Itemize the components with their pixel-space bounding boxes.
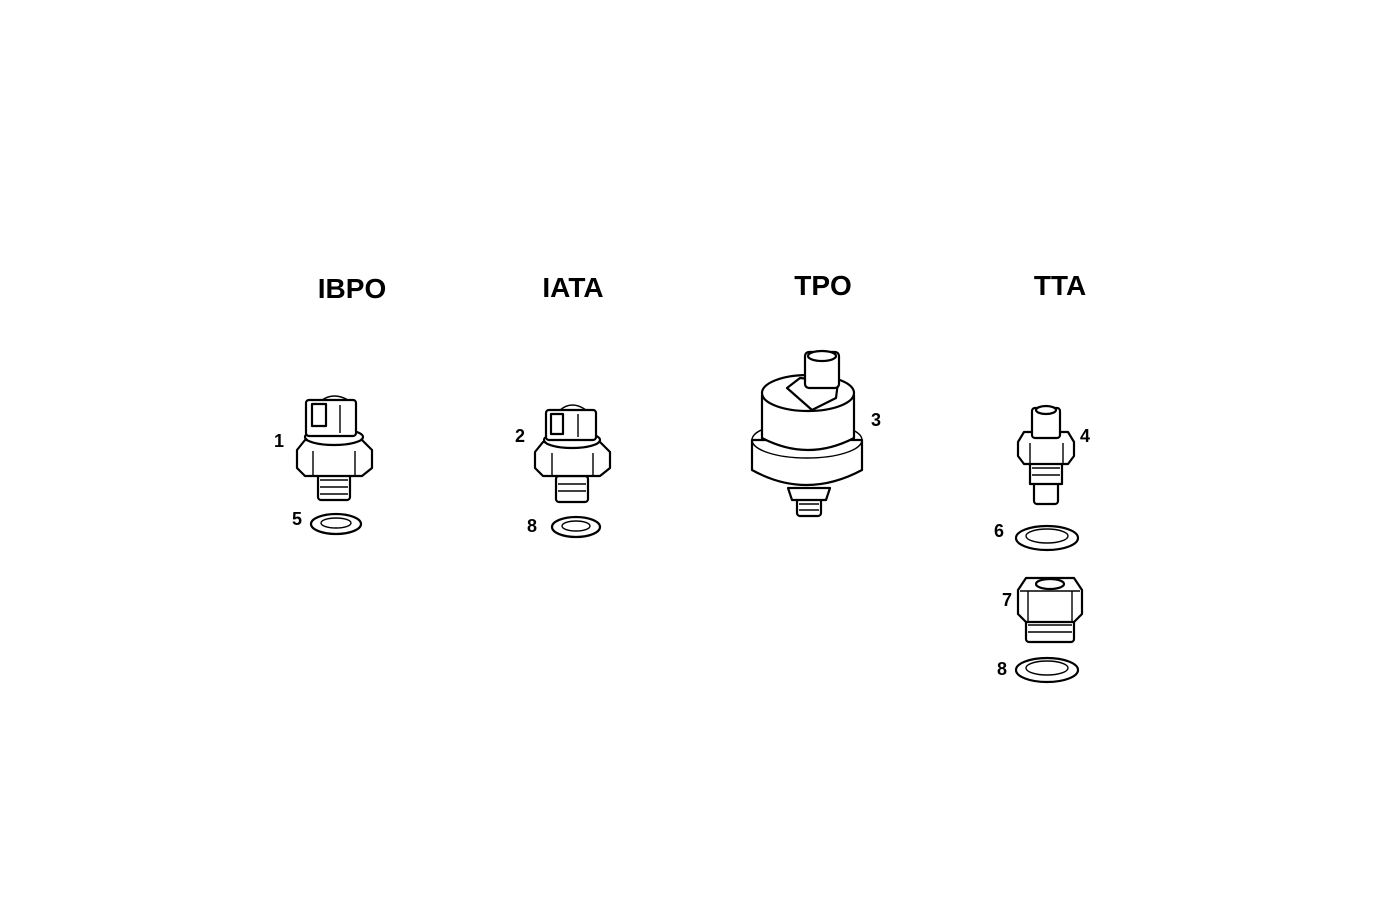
washer-5-drawing (309, 512, 363, 536)
group-title-iata: IATA (542, 272, 603, 303)
group-title-ibpo: IBPO (318, 273, 386, 304)
pressure-switch-2-drawing (533, 404, 612, 504)
callout-1: 1 (274, 431, 284, 451)
pressure-switch-1-drawing (295, 395, 374, 502)
group-title-tta: TTA (1034, 270, 1086, 301)
washer-7-drawing (1014, 524, 1080, 552)
callout-2: 2 (515, 426, 525, 446)
group-title-tpo: TPO (794, 270, 852, 301)
callout-6: 7 (1002, 590, 1012, 610)
callout-5: 5 (292, 509, 302, 529)
callout-4: 4 (1080, 426, 1090, 446)
adapter-6-drawing (1016, 576, 1084, 644)
callout-8-iata: 8 (527, 516, 537, 536)
callout-3: 3 (871, 410, 881, 430)
washer-8-drawing (550, 515, 602, 539)
callout-7: 6 (994, 521, 1004, 541)
temperature-sender-4-drawing (1016, 404, 1076, 506)
pressure-sender-3-drawing (750, 349, 864, 518)
washer-8-tta-drawing (1014, 656, 1080, 684)
callout-8-tta: 8 (997, 659, 1007, 679)
